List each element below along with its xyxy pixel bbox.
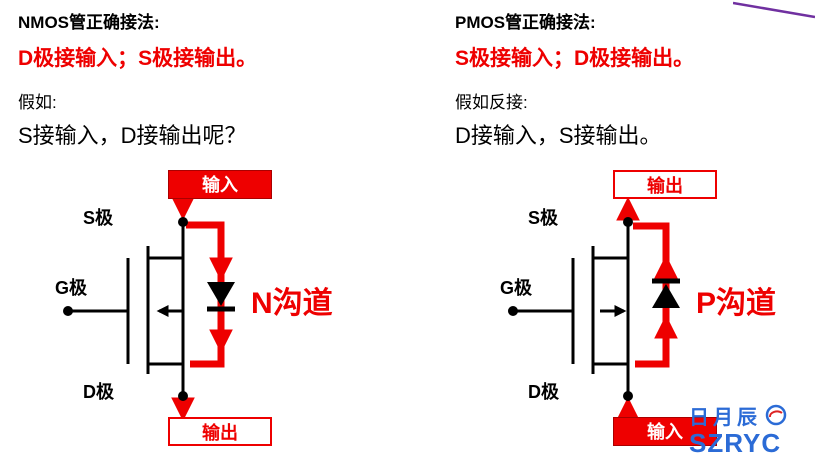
g-terminal-dot: [63, 306, 73, 316]
pmos-title: PMOS管正确接法:: [455, 13, 596, 32]
nmos-title: NMOS管正确接法:: [18, 13, 160, 32]
source-label: S极: [528, 208, 559, 228]
g-terminal-dot: [508, 306, 518, 316]
logo-swirl-icon: [765, 404, 787, 426]
n-channel-label: N沟道: [251, 287, 333, 320]
nmos-circuit-svg: [63, 196, 235, 422]
nmos-symbol: [68, 226, 185, 392]
nmos-question: S接输入，D接输出呢？: [18, 123, 247, 148]
pmos-circuit-svg: [508, 196, 680, 421]
source-lead: [148, 226, 185, 260]
gate-label: G极: [500, 278, 533, 298]
nmos-condition: 假如:: [18, 93, 57, 112]
d-terminal-dot: [178, 391, 188, 401]
drain-lead: [593, 362, 630, 392]
logo-name: 日月辰: [689, 406, 761, 429]
pmos-question: D接输入，S接输出。: [455, 123, 662, 148]
pmos-diagram: 输出 S极 G极 D极 P沟道 输入: [500, 168, 815, 458]
input-box: 输入: [168, 170, 272, 199]
drain-label: D极: [528, 382, 559, 402]
logo: 日月辰 SZRYC: [689, 401, 811, 457]
corner-decoration-line: [733, 1, 815, 19]
d-terminal-dot: [623, 391, 633, 401]
body-diode-icon: [652, 278, 680, 308]
nmos-diagram: 输入 S极 G极 D极 N沟道 输出: [55, 168, 385, 458]
body-diode-icon: [207, 282, 235, 312]
nmos-text-block: NMOS管正确接法: D极接输入；S极接输出。 假如: S接输入，D接输出呢？: [18, 8, 418, 150]
s-terminal-dot: [623, 217, 633, 227]
source-lead: [593, 226, 630, 260]
current-path-red: [616, 196, 678, 421]
s-terminal-dot: [178, 217, 188, 227]
input-box: 输入: [613, 417, 717, 446]
nmos-rule: D极接输入；S极接输出。: [18, 47, 258, 70]
pmos-text-block: PMOS管正确接法: S极接输入；D极接输出。 假如反接: D接输入，S接输出。: [455, 8, 815, 150]
pmos-symbol: [513, 226, 630, 392]
source-label: S极: [83, 208, 114, 228]
output-box: 输出: [168, 417, 272, 446]
pmos-rule: S极接输入；D极接输出。: [455, 47, 695, 70]
pmos-condition: 假如反接:: [455, 93, 528, 112]
logo-abbr: SZRYC: [689, 427, 782, 458]
drain-lead: [148, 362, 185, 392]
p-channel-label: P沟道: [696, 287, 777, 320]
output-box: 输出: [613, 170, 717, 199]
drain-label: D极: [83, 382, 114, 402]
gate-label: G极: [55, 278, 88, 298]
